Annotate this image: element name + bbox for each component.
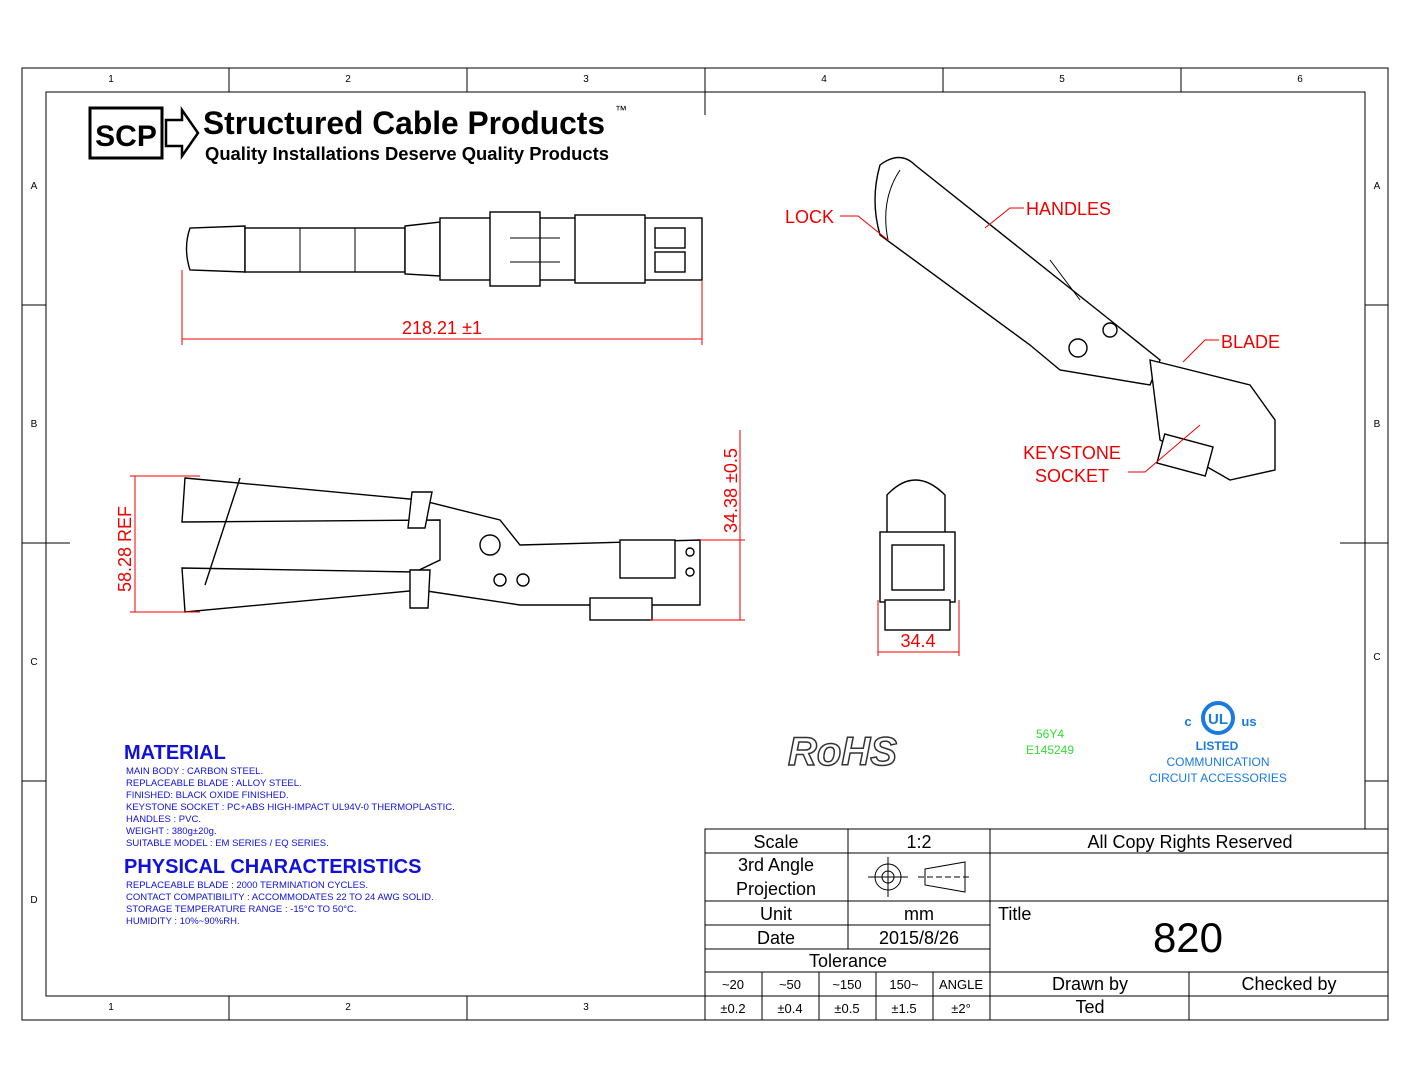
svg-text:~50: ~50 xyxy=(779,977,801,992)
svg-text:B: B xyxy=(1374,419,1381,430)
svg-text:C: C xyxy=(1373,652,1380,663)
svg-text:±0.4: ±0.4 xyxy=(777,1001,802,1016)
svg-text:5: 5 xyxy=(1059,74,1065,85)
svg-text:Drawn by: Drawn by xyxy=(1052,974,1128,994)
svg-text:FINISHED: BLACK OXIDE FINISHED: FINISHED: BLACK OXIDE FINISHED. xyxy=(126,790,289,801)
callout-lock: LOCK xyxy=(785,207,834,227)
svg-text:™: ™ xyxy=(615,103,627,117)
svg-text:±2°: ±2° xyxy=(951,1001,971,1016)
svg-text:3: 3 xyxy=(583,1002,589,1013)
height-dimensions: 58.28 REF 34.38 ±0.5 xyxy=(115,430,745,621)
svg-text:E145249: E145249 xyxy=(1026,743,1074,757)
projection-symbol-icon xyxy=(868,857,972,897)
svg-text:Title: Title xyxy=(998,904,1031,924)
svg-text:2: 2 xyxy=(345,1002,351,1013)
svg-text:All Copy Rights Reserved: All Copy Rights Reserved xyxy=(1087,832,1292,852)
svg-text:Scale: Scale xyxy=(753,832,798,852)
rohs-logo: RoHS xyxy=(787,729,898,775)
svg-text:2015/8/26: 2015/8/26 xyxy=(879,928,959,948)
svg-text:SUITABLE MODEL : EM SERIES / E: SUITABLE MODEL : EM SERIES / EQ SERIES. xyxy=(126,838,329,849)
svg-text:D: D xyxy=(30,895,37,906)
callout-blade: BLADE xyxy=(1221,332,1280,352)
svg-text:Date: Date xyxy=(757,928,795,948)
svg-text:A: A xyxy=(31,181,38,192)
svg-text:Quality Installations Deserve: Quality Installations Deserve Quality Pr… xyxy=(205,144,609,164)
svg-text:Tolerance: Tolerance xyxy=(809,951,887,971)
callout-handles: HANDLES xyxy=(1026,199,1111,219)
zone-dividers xyxy=(22,68,1388,1020)
arrow-icon xyxy=(164,106,200,160)
svg-text:1: 1 xyxy=(108,1002,114,1013)
svg-text:B: B xyxy=(31,419,38,430)
top-view xyxy=(185,211,703,287)
physical-notes: PHYSICAL CHARACTERISTICS REPLACEABLE BLA… xyxy=(124,856,434,927)
svg-text:1: 1 xyxy=(108,74,114,85)
svg-text:C: C xyxy=(30,657,37,668)
svg-text:150~: 150~ xyxy=(889,977,919,992)
svg-text:±1.5: ±1.5 xyxy=(891,1001,916,1016)
isometric-view xyxy=(874,156,1276,481)
svg-text:820: 820 xyxy=(1153,914,1223,961)
svg-text:PHYSICAL CHARACTERISTICS: PHYSICAL CHARACTERISTICS xyxy=(124,856,421,878)
svg-text:218.21 ±1: 218.21 ±1 xyxy=(402,318,482,338)
svg-text:REPLACEABLE BLADE : ALLOY STEE: REPLACEABLE BLADE : ALLOY STEEL. xyxy=(126,778,302,789)
svg-text:4: 4 xyxy=(821,74,827,85)
svg-text:CIRCUIT ACCESSORIES: CIRCUIT ACCESSORIES xyxy=(1149,771,1287,785)
material-notes: MATERIAL MAIN BODY : CARBON STEEL. REPLA… xyxy=(124,742,455,849)
scp-logo: SCP Structured Cable Products ™ Quality … xyxy=(88,103,627,164)
svg-text:CONTACT COMPATIBILITY : ACCOMM: CONTACT COMPATIBILITY : ACCOMMODATES 22 … xyxy=(126,892,434,903)
svg-text:REPLACEABLE BLADE : 2000 TERMI: REPLACEABLE BLADE : 2000 TERMINATION CYC… xyxy=(126,880,368,891)
svg-text:56Y4: 56Y4 xyxy=(1036,727,1064,741)
svg-text:COMMUNICATION: COMMUNICATION xyxy=(1166,755,1269,769)
length-dimension: 218.21 ±1 xyxy=(181,270,703,345)
ul-listed-logo: UL c us LISTED COMMUNICATION CIRCUIT ACC… xyxy=(1149,701,1287,785)
svg-text:c: c xyxy=(1184,714,1191,729)
svg-text:ANGLE: ANGLE xyxy=(939,977,983,992)
svg-text:MATERIAL: MATERIAL xyxy=(124,742,226,764)
svg-text:Structured Cable Products: Structured Cable Products xyxy=(203,105,605,141)
svg-text:±0.5: ±0.5 xyxy=(834,1001,859,1016)
svg-text:34.38 ±0.5: 34.38 ±0.5 xyxy=(721,448,741,533)
svg-text:STORAGE TEMPERATURE RANGE : -1: STORAGE TEMPERATURE RANGE : -15°C TO 50°… xyxy=(126,904,357,915)
svg-text:Projection: Projection xyxy=(736,879,816,899)
svg-text:A: A xyxy=(1374,181,1381,192)
svg-text:3rd Angle: 3rd Angle xyxy=(738,855,814,875)
svg-text:UL: UL xyxy=(1208,711,1228,728)
callouts: LOCK HANDLES BLADE KEYSTONE SOCKET xyxy=(785,199,1280,486)
svg-text:WEIGHT : 380g±20g.: WEIGHT : 380g±20g. xyxy=(126,826,217,837)
svg-text:~150: ~150 xyxy=(832,977,861,992)
svg-text:Unit: Unit xyxy=(760,904,792,924)
title-block: Scale 1:2 3rd Angle Projection Unit mm D… xyxy=(704,828,1389,1021)
svg-text:SOCKET: SOCKET xyxy=(1035,466,1109,486)
svg-text:2: 2 xyxy=(345,74,351,85)
svg-text:mm: mm xyxy=(904,904,934,924)
svg-text:KEYSTONE SOCKET : PC+ABS HIGH-: KEYSTONE SOCKET : PC+ABS HIGH-IMPACT UL9… xyxy=(126,802,455,813)
svg-text:RoHS: RoHS xyxy=(788,730,897,774)
svg-text:Ted: Ted xyxy=(1075,997,1104,1017)
end-view: 34.4 xyxy=(877,479,960,656)
svg-text:Checked by: Checked by xyxy=(1241,974,1336,994)
svg-text:us: us xyxy=(1241,714,1256,729)
callout-keystone: KEYSTONE xyxy=(1023,443,1121,463)
svg-text:HUMIDITY : 10%~90%RH.: HUMIDITY : 10%~90%RH. xyxy=(126,916,240,927)
svg-text:6: 6 xyxy=(1297,74,1303,85)
svg-text:1:2: 1:2 xyxy=(906,832,931,852)
svg-text:58.28 REF: 58.28 REF xyxy=(115,506,135,592)
zone-labels: 1 2 3 4 5 6 1 2 3 A B C D A B C xyxy=(30,74,1380,1013)
svg-text:HANDLES : PVC.: HANDLES : PVC. xyxy=(126,814,201,825)
svg-text:34.4: 34.4 xyxy=(900,631,935,651)
svg-text:MAIN BODY : CARBON STEEL.: MAIN BODY : CARBON STEEL. xyxy=(126,766,263,777)
svg-text:3: 3 xyxy=(583,74,589,85)
svg-text:SCP: SCP xyxy=(95,120,157,153)
svg-text:±0.2: ±0.2 xyxy=(720,1001,745,1016)
side-view xyxy=(181,477,701,621)
svg-text:LISTED: LISTED xyxy=(1196,739,1239,753)
svg-text:~20: ~20 xyxy=(722,977,744,992)
